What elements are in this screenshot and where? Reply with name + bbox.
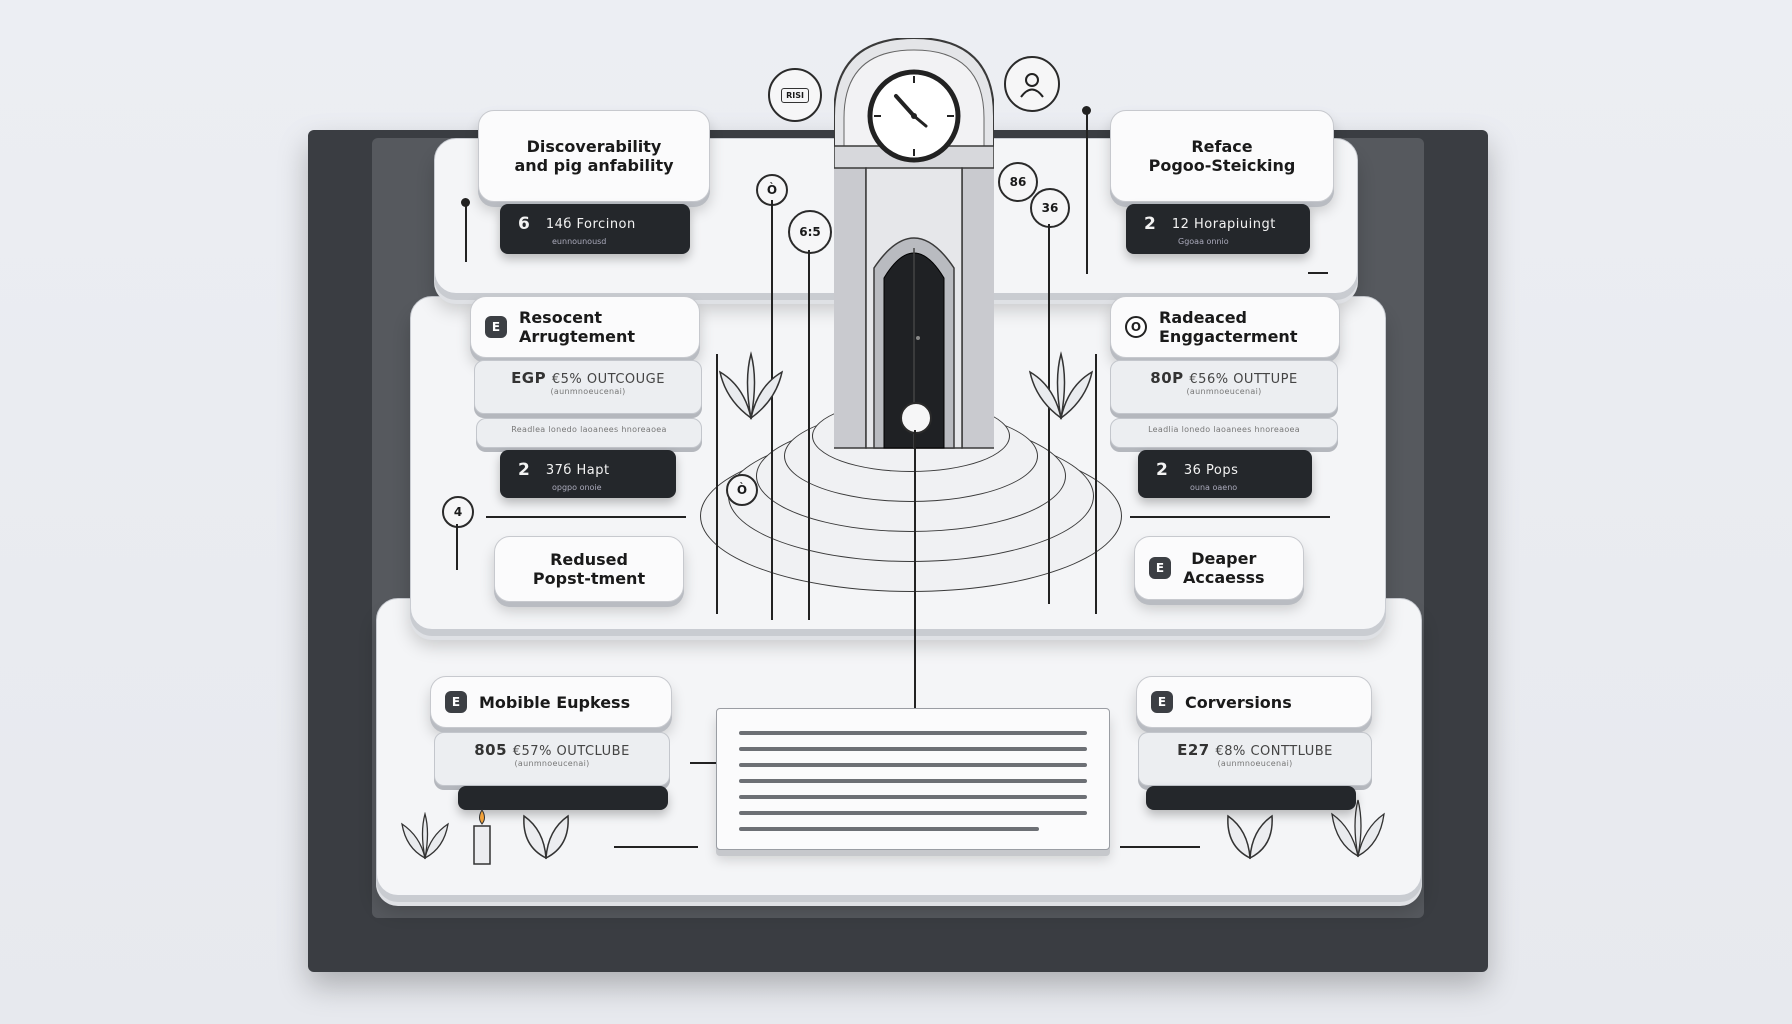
plant-icon — [1330, 798, 1386, 858]
conversions-card: E Corversions — [1136, 676, 1372, 728]
engagement-card: O Radeaced Enggacterment — [1110, 296, 1340, 358]
e-badge: E — [485, 316, 507, 338]
plant-icon — [518, 796, 574, 860]
connector-arrow — [486, 516, 686, 518]
pin-line — [1048, 224, 1050, 604]
conversions-base — [1146, 786, 1356, 810]
document-panel — [716, 708, 1110, 850]
pogo-sticking-card: Reface Pogoo-Steicking — [1110, 110, 1334, 202]
metric-bubble: 4 — [442, 496, 474, 528]
plant-icon — [716, 350, 786, 420]
pin-line — [716, 354, 718, 614]
metric-bubble: 36 — [1030, 188, 1070, 228]
deeper-card: E Deaper Accaesss — [1134, 536, 1304, 600]
e-badge: E — [1151, 691, 1173, 713]
plant-icon — [400, 811, 450, 860]
candle-icon — [470, 806, 494, 866]
pin-head — [461, 198, 470, 207]
engagement-outline: 80P €56% OUTTUPE (aunmnoeucenai) — [1110, 360, 1338, 414]
pin-head — [1082, 106, 1091, 115]
e-badge: E — [445, 691, 467, 713]
mobile-outline: 805 €57% OUTCLUBE (aunmnoeucenai) — [434, 732, 670, 786]
arrangement-card: E Resocent Arrugtement — [470, 296, 700, 358]
pin-line — [808, 250, 810, 620]
connector-arrow — [1130, 516, 1330, 518]
o-badge: O — [1125, 316, 1147, 338]
connector-arrow — [614, 846, 698, 848]
metric-bubble: Ò — [726, 474, 758, 506]
pin-line — [1095, 354, 1097, 614]
mobile-base — [458, 786, 668, 810]
reduced-card: Redused Popst-tment — [494, 536, 684, 602]
arrangement-strip: Readlea lonedo laoanees hnoreaoea — [476, 418, 702, 448]
discoverability-card: Discoverability and pig anfability — [478, 110, 710, 202]
pin-line — [1086, 114, 1088, 274]
metric-bubble: 86 — [998, 162, 1038, 202]
user-icon — [1004, 56, 1060, 112]
arrangement-outline: EGP €5% OUTCOUGE (aunmnoeucenai) — [474, 360, 702, 414]
pin-line — [771, 200, 773, 620]
mobile-card: E Mobible Eupkess — [430, 676, 672, 728]
metric-bubble: 6:5 — [788, 210, 832, 254]
clock-icon — [864, 66, 964, 166]
conversions-outline: E27 €8% CONTTLUBE (aunmnoeucenai) — [1138, 732, 1372, 786]
engagement-strip: Leadlia lonedo laoanees hnoreaoea — [1110, 418, 1338, 448]
pin-line — [456, 524, 458, 570]
pin-line — [465, 204, 467, 262]
plaque-icon: RISI — [768, 68, 822, 122]
connector-arrow — [1308, 272, 1328, 274]
plant-icon — [1026, 350, 1096, 420]
connector-arrow — [1120, 846, 1200, 848]
pin-line — [914, 430, 916, 770]
plant-icon — [1222, 796, 1278, 860]
e-badge: E — [1149, 557, 1171, 579]
pin-bubble — [900, 402, 932, 434]
